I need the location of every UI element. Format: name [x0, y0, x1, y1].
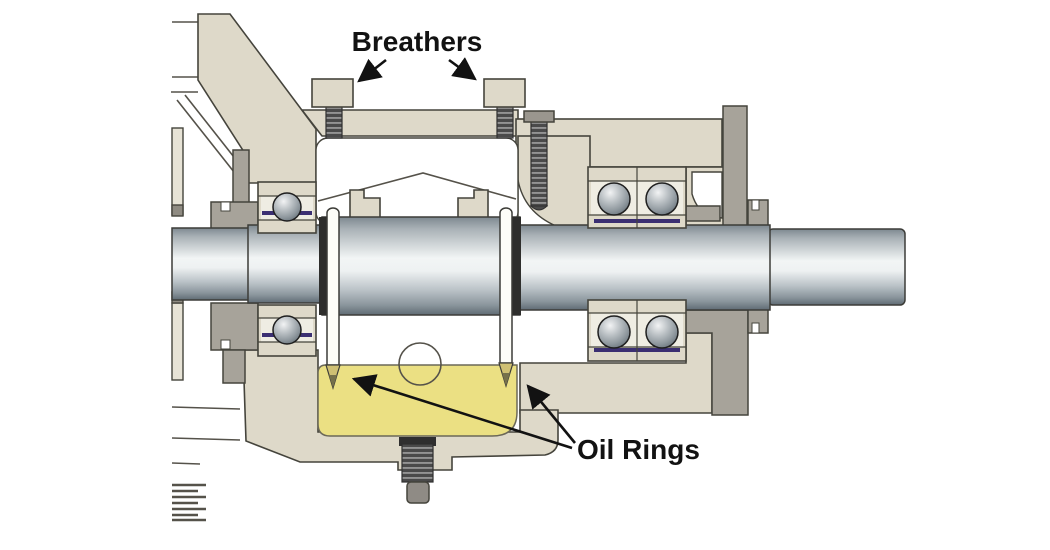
bracket-seam-line [184, 94, 242, 167]
sight-glass [398, 342, 442, 386]
shaft-segment-outboard [519, 224, 771, 311]
shaft-segment-end [767, 228, 906, 306]
breather-stem [325, 104, 343, 139]
annotations: Breathers Oil Rings [352, 26, 700, 465]
shaft-shoulder-left [319, 217, 328, 315]
oil-rings-label: Oil Rings [577, 434, 700, 465]
gland-thread-hatch [172, 483, 206, 522]
labyrinth-seal-bottom [210, 302, 259, 351]
oil-ring-band [499, 207, 513, 364]
plug-seat [399, 437, 436, 446]
oil-ring-band [326, 207, 340, 366]
breather-stem [496, 104, 514, 139]
oil-chamber [315, 137, 519, 225]
breather-arrow-left [357, 58, 387, 83]
breathers-label: Breathers [352, 26, 483, 57]
seal-wall-lower [222, 349, 246, 384]
casing-plate [171, 127, 184, 216]
seal-ring-notch [751, 322, 760, 334]
bearing-ball [645, 315, 679, 349]
bolt-shank [530, 121, 548, 207]
plug-threads [401, 443, 434, 483]
seal-ring-notch [751, 199, 760, 211]
shaft [171, 216, 906, 316]
bearing-ball [597, 315, 631, 349]
shaft-sleeve [247, 224, 323, 304]
housing-bolt [523, 110, 555, 211]
shaft-shoulder-right [512, 217, 521, 315]
oil-ring-right [498, 207, 514, 389]
end-cap-wedge-top [685, 205, 721, 222]
seal-wall-upper [232, 149, 250, 205]
oil-ring-left [325, 207, 341, 391]
breather-cap [483, 78, 526, 108]
breather-cap [311, 78, 354, 108]
bearing-ball [645, 182, 679, 216]
casing-line [171, 406, 241, 410]
labyrinth-notch [220, 339, 231, 350]
bearing-ball [272, 315, 302, 345]
end-cap-top [722, 105, 748, 228]
casing-line [171, 437, 241, 441]
housing-sump-shell [242, 349, 559, 471]
bearing-ball [597, 182, 631, 216]
casing-line [171, 462, 201, 465]
plug-head [406, 481, 430, 504]
housing-bracket [197, 13, 317, 184]
casing-plate-nub [171, 204, 184, 217]
bearing-ball [272, 192, 302, 222]
inboard-bearing [257, 181, 317, 357]
oil-ring-arrow-left [351, 374, 573, 450]
breather-right [483, 78, 526, 139]
casing-plate [171, 302, 184, 381]
breather-left [311, 78, 354, 139]
bolt-head [523, 110, 555, 123]
drain-plug [399, 437, 436, 504]
bracket-seam-line [176, 99, 235, 173]
gray-seal-parts [210, 105, 769, 416]
shaft-segment-center [321, 216, 521, 316]
pump-casing-fragments [171, 21, 241, 522]
oil-sump [317, 364, 518, 437]
outboard-bearing [587, 166, 687, 362]
oil-ring-tip-shadow [502, 373, 510, 386]
bolt-tip [529, 205, 549, 211]
oil-ring-arrow-right [526, 384, 577, 444]
oil-ring-tip-shadow [329, 375, 337, 388]
breather-arrow-right [448, 57, 477, 81]
shaft-segment-inboard [171, 227, 251, 301]
labyrinth-notch [220, 201, 231, 212]
